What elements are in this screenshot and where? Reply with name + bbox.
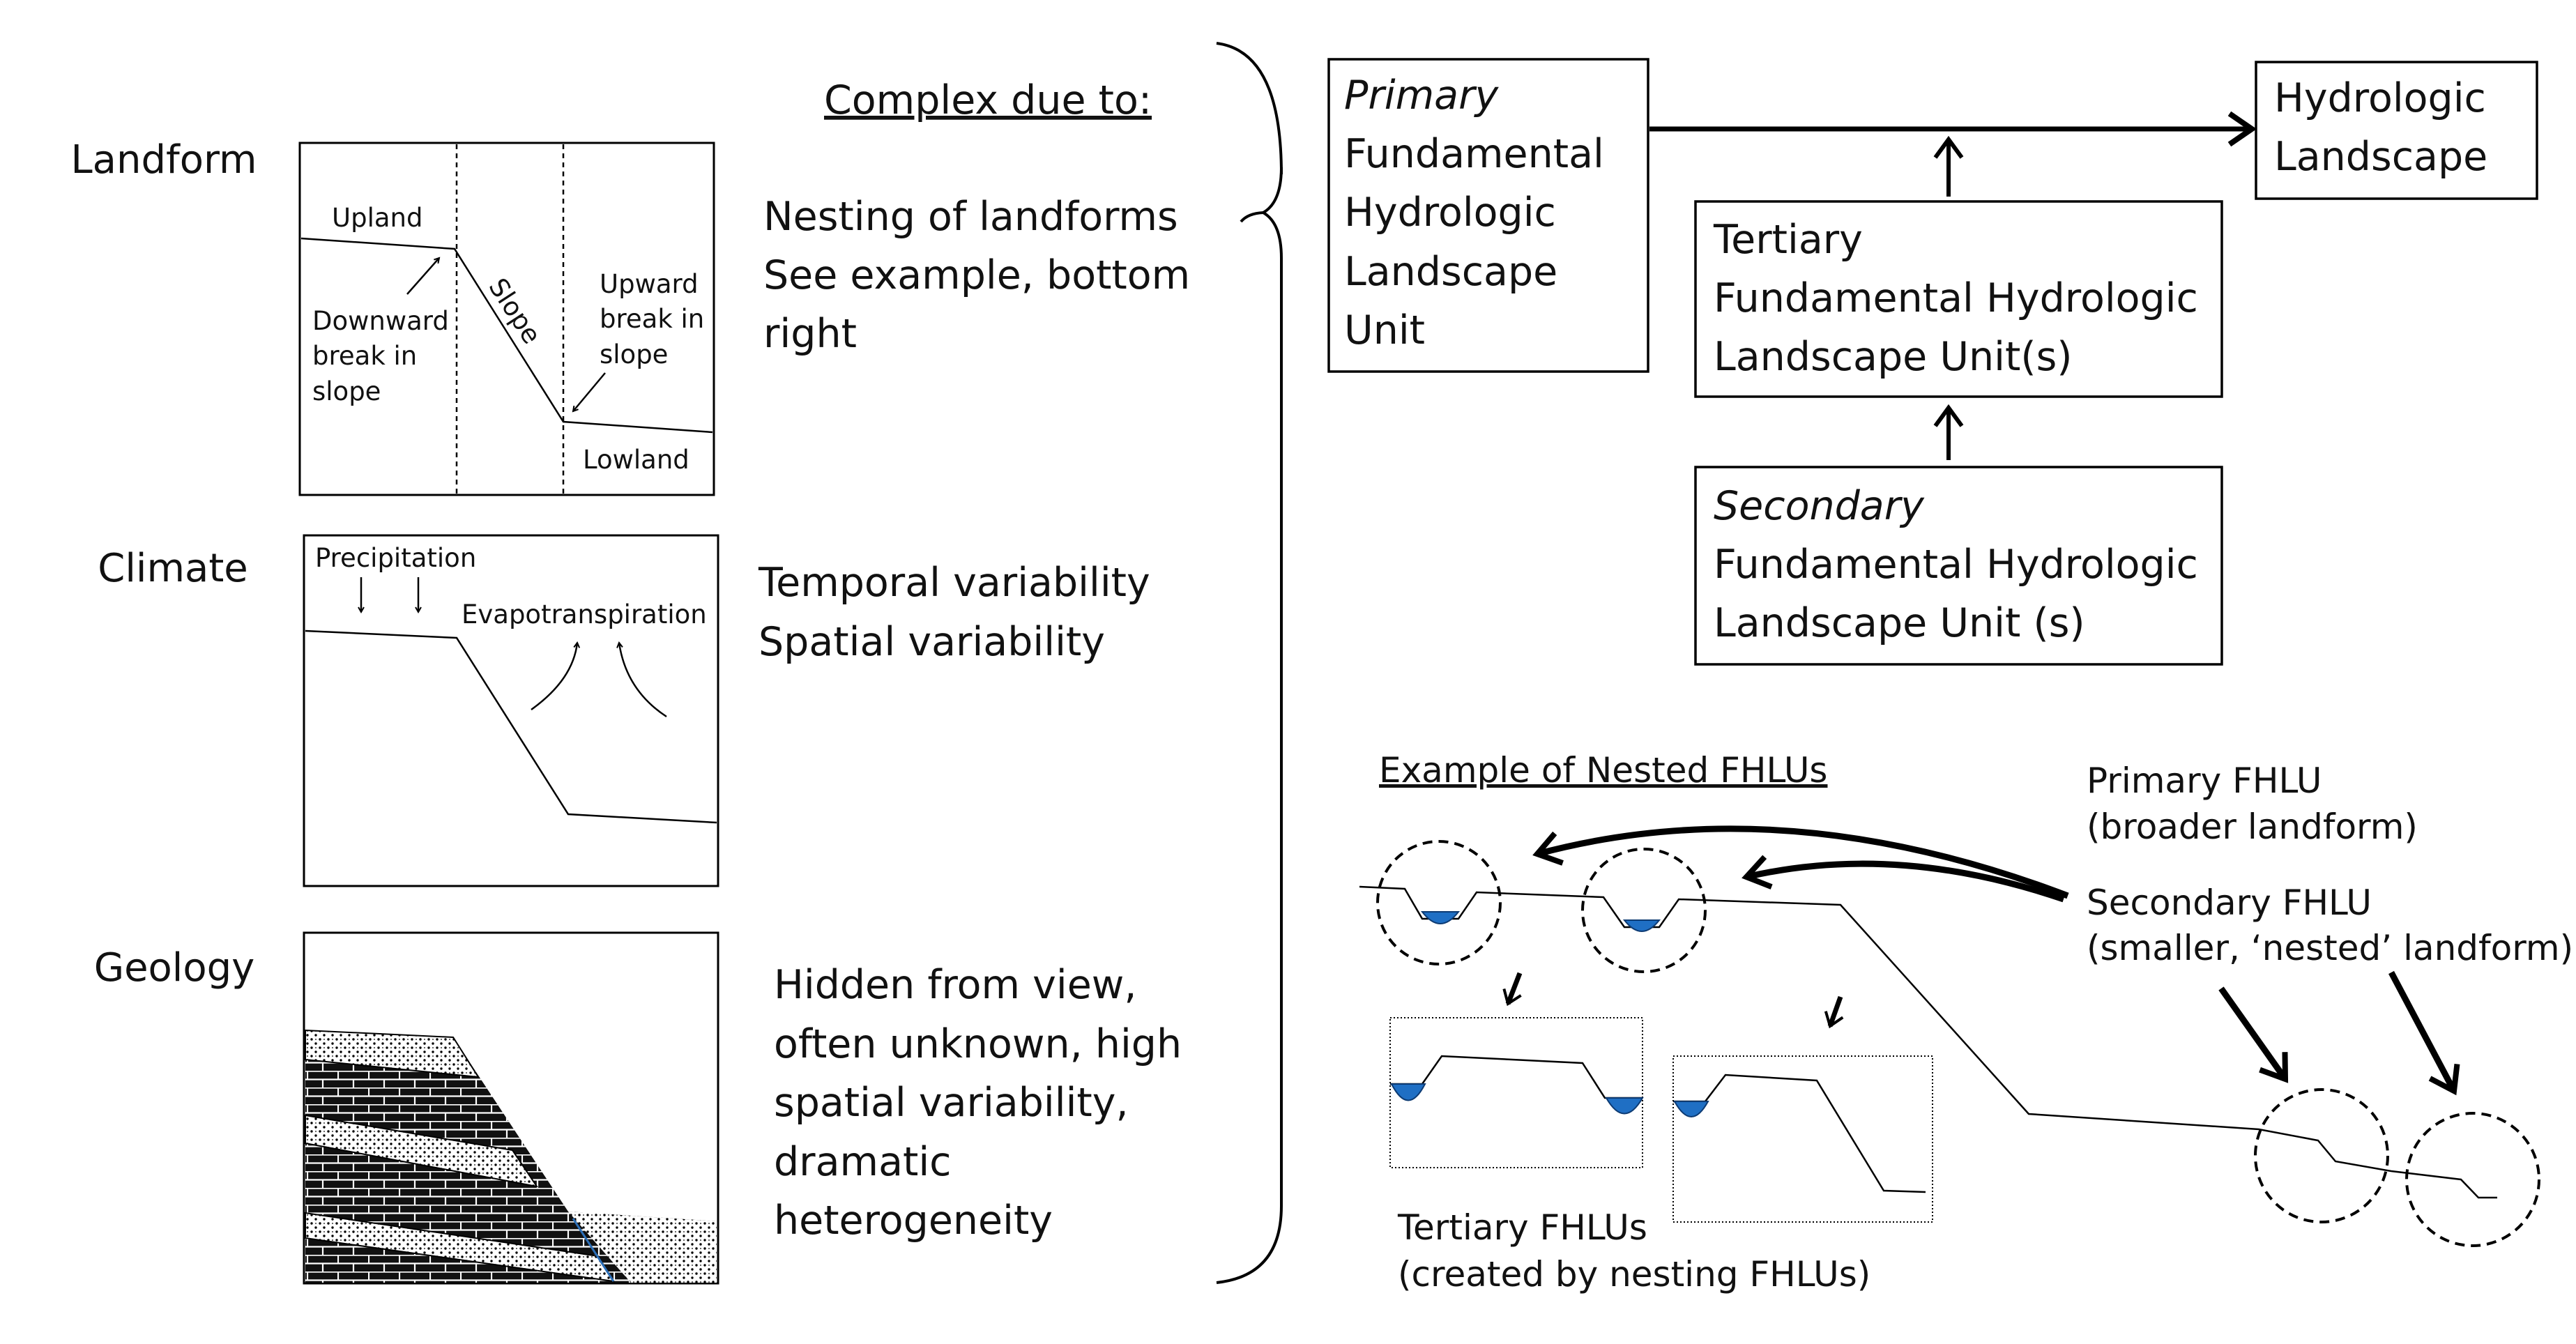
lowland-label: Lowland: [583, 445, 689, 475]
climate-row-label: Climate: [98, 546, 248, 591]
complex-heading: Complex due to:: [824, 77, 1152, 123]
tertiary-panel-1-water-1: [1390, 1083, 1426, 1101]
landform-row-label: Landform: [70, 137, 257, 183]
tertiary-box-frame: [1694, 200, 2223, 398]
primary-line-3: Landscape: [1344, 249, 1557, 295]
downward-break-arrow: [406, 258, 439, 295]
sand-layer-2: [305, 1114, 539, 1188]
evapotranspiration-arrow-1: [531, 643, 577, 711]
upward-break-circle-1: [2254, 1088, 2389, 1223]
upward-break-circle-2: [2405, 1112, 2540, 1247]
landscape-line-2: Landscape: [2274, 134, 2487, 180]
tertiary-panel-1-frame: [1389, 1017, 1643, 1168]
geology-panel: [303, 931, 719, 1285]
upward-break-line-3: slope: [600, 339, 668, 369]
landform-panel: Upland Slope Lowland Downward break in s…: [298, 142, 715, 496]
precipitation-label: Precipitation: [315, 543, 476, 573]
primary-box-frame: [1327, 58, 1649, 373]
secondary-depression-water-1: [1420, 911, 1461, 924]
landform-frame: [298, 142, 715, 496]
climate-desc-2: Spatial variability: [759, 619, 1105, 665]
geology-desc-3: spatial variability,: [774, 1080, 1129, 1126]
fault-line: [572, 1218, 615, 1282]
tertiary-panel-1: [1389, 1017, 1644, 1168]
hydrologic-landscape-box: Hydrologic Landscape: [2255, 61, 2538, 200]
downward-break-line-3: slope: [312, 376, 381, 406]
primary-fhlu-label-2: (broader landform): [2087, 807, 2418, 847]
tertiary-qualifier: Tertiary: [1713, 217, 1863, 263]
sand-layer-1: [305, 1029, 480, 1078]
sediment-fill: [568, 1212, 717, 1283]
primary-line-1: Fundamental: [1344, 131, 1604, 177]
tertiary-line-1: Fundamental Hydrologic: [1714, 275, 2198, 321]
secondary-fhlu-label-2: (smaller, ‘nested’ landform): [2087, 928, 2573, 968]
upward-break-line-1: Upward: [600, 269, 699, 299]
nested-landscape-profile: [1359, 840, 2540, 1247]
primary-line-4: Unit: [1344, 307, 1425, 353]
landscape-box-frame: [2255, 61, 2538, 200]
landform-profile-line: [300, 237, 713, 434]
landform-desc-3: right: [763, 311, 857, 357]
secondary-depression-water-2: [1622, 919, 1661, 932]
tertiary-panel-2: [1672, 1055, 1933, 1223]
secondary-circle-2: [1581, 848, 1707, 973]
upward-break-line-2: break in: [600, 304, 704, 334]
geology-desc-2: often unknown, high: [774, 1021, 1182, 1067]
primary-line-2: Hydrologic: [1344, 190, 1556, 236]
tertiary-fhlu-box: Tertiary Fundamental Hydrologic Landscap…: [1694, 200, 2223, 398]
primary-pointer-arrow: [1532, 825, 2069, 899]
primary-qualifier: Primary: [1344, 72, 1500, 119]
curly-brace: [1216, 42, 1283, 1284]
secondary-fhlu-label-1: Secondary FHLU: [2087, 883, 2372, 923]
example-title: Example of Nested FHLUs: [1379, 750, 1827, 791]
geology-row-label: Geology: [94, 945, 255, 991]
upward-break-arrow: [573, 372, 606, 411]
tertiary-panel-2-frame: [1672, 1055, 1933, 1223]
tertiary-fhlu-label-1: Tertiary FHLUs: [1397, 1207, 1647, 1248]
geology-desc-1: Hidden from view,: [774, 962, 1137, 1008]
downward-break-line-1: Downward: [312, 306, 449, 336]
geology-desc-5: heterogeneity: [774, 1198, 1053, 1244]
primary-fhlu-box: Primary Fundamental Hydrologic Landscape…: [1327, 58, 1649, 373]
curly-brace-tip: [1240, 211, 1264, 223]
geology-desc-4: dramatic: [774, 1139, 952, 1185]
climate-frame: [303, 534, 719, 887]
tertiary-panel-2-water: [1673, 1101, 1709, 1117]
secondary-fhlu-box: Secondary Fundamental Hydrologic Landsca…: [1694, 466, 2223, 666]
landscape-line-1: Hydrologic: [2274, 75, 2486, 121]
evapotranspiration-arrow-2: [619, 643, 667, 718]
upward-break-pointer-1: [2218, 986, 2289, 1083]
climate-panel: Precipitation Evapotranspiration: [303, 534, 719, 887]
upward-break-pointer-2: [2388, 970, 2460, 1096]
secondary-box-frame: [1694, 466, 2223, 666]
tertiary-pointer-arrow-1: [1502, 972, 1523, 1007]
secondary-line-2: Landscape Unit (s): [1714, 600, 2085, 646]
upland-label: Upland: [332, 203, 422, 233]
secondary-line-1: Fundamental Hydrologic: [1714, 542, 2198, 588]
tertiary-pointer-arrow-2: [1824, 995, 1844, 1029]
downward-break-line-2: break in: [312, 341, 417, 371]
secondary-circle-1: [1376, 840, 1502, 965]
secondary-qualifier: Secondary: [1714, 483, 1925, 529]
tertiary-fhlu-label-2: (created by nesting FHLUs): [1398, 1254, 1870, 1295]
climate-desc-1: Temporal variability: [758, 560, 1150, 606]
landform-desc-1: Nesting of landforms: [763, 194, 1178, 240]
secondary-pointer-arrow: [1742, 855, 2065, 903]
evapotranspiration-label: Evapotranspiration: [462, 600, 707, 629]
tertiary-panel-1-water-2: [1605, 1097, 1644, 1115]
primary-fhlu-label-1: Primary FHLU: [2087, 761, 2322, 801]
landform-desc-2: See example, bottom: [763, 252, 1190, 298]
climate-profile-line: [305, 629, 717, 824]
tertiary-line-2: Landscape Unit(s): [1714, 334, 2073, 380]
